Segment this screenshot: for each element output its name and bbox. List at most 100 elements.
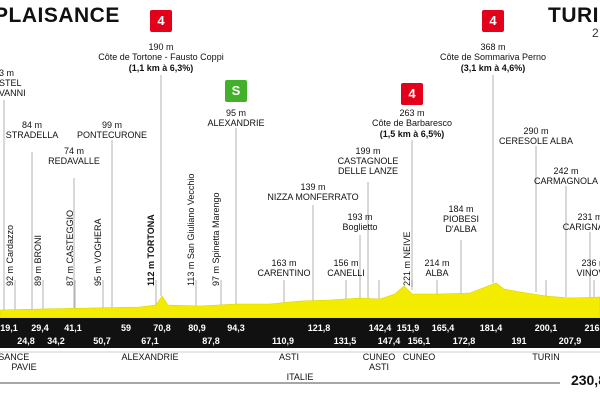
town-alt: 236 m bbox=[581, 258, 600, 268]
km-top: 41,1 bbox=[64, 323, 82, 333]
climb-name-barbaresco: Côte de Barbaresco bbox=[371, 118, 453, 128]
vtown-voghera: 95 m VOGHERA bbox=[93, 218, 103, 286]
km-top: 121,8 bbox=[307, 323, 331, 333]
town-carmagnola: 242 m CARMAGNOLA bbox=[534, 166, 598, 186]
country-label: ITALIE bbox=[286, 372, 314, 382]
km-top: 165,4 bbox=[431, 323, 455, 333]
city-below: ASTI bbox=[368, 362, 390, 372]
town-castel: 63 m CASTEL GIOVANNI bbox=[0, 68, 26, 98]
km-bottom: 24,8 bbox=[17, 336, 35, 346]
km-top: 19,1 bbox=[0, 323, 18, 333]
km-bottom: 172,8 bbox=[452, 336, 476, 346]
city-below: PAVIE bbox=[11, 362, 37, 372]
town-stradella: 84 m STRADELLA bbox=[6, 120, 59, 140]
climb-stat-barbaresco: (1,5 km à 6,5%) bbox=[379, 129, 445, 139]
town-name: CARIGNANO bbox=[562, 222, 600, 232]
town-alt: 156 m bbox=[333, 258, 359, 268]
city-below: CUNEO bbox=[402, 352, 436, 362]
km-top: 59 bbox=[120, 323, 132, 333]
town-alt: 84 m bbox=[21, 120, 42, 130]
town-alt: 290 m bbox=[523, 126, 549, 136]
town-alt: 74 m bbox=[63, 146, 85, 156]
town-name-2: DELLE LANZE bbox=[337, 166, 399, 176]
km-bottom: 110,9 bbox=[271, 336, 295, 346]
finish-title: TURIN bbox=[548, 4, 600, 27]
town-alt: 163 m bbox=[271, 258, 297, 268]
vtown-sangiuliano: 113 m San Giuliano Vecchio bbox=[186, 173, 196, 286]
vtown-cardazzo: 92 m Cardazzo bbox=[5, 224, 15, 286]
town-name: CERESOLE ALBA bbox=[498, 136, 574, 146]
climb-stat-sommariva: (3,1 km à 4,6%) bbox=[460, 63, 526, 73]
sprint-name: ALEXANDRIE bbox=[207, 118, 265, 128]
km-bottom: 67,1 bbox=[141, 336, 159, 346]
town-name-2: GIOVANNI bbox=[0, 88, 26, 98]
town-name: PONTECURONE bbox=[76, 130, 148, 140]
km-top: 151,9 bbox=[396, 323, 420, 333]
finish-subtitle: 2 bbox=[592, 26, 599, 40]
town-carignano: 231 m CARIGNANO bbox=[563, 212, 600, 232]
leader-lines bbox=[3, 75, 595, 310]
climb-badge-barbaresco: 4 bbox=[401, 83, 423, 105]
town-name: PIOBESI bbox=[442, 214, 480, 224]
town-alt: 99 m bbox=[101, 120, 123, 130]
town-alt: 214 m bbox=[424, 258, 450, 268]
town-vinovo: 236 m VINOVO bbox=[576, 258, 600, 278]
sprint-alt: 95 m bbox=[225, 108, 247, 118]
km-bottom: 191 bbox=[511, 336, 527, 346]
climb-badge-tortone: 4 bbox=[150, 10, 172, 32]
elevation-profile bbox=[0, 282, 600, 319]
sprint-badge: S bbox=[225, 80, 247, 102]
town-redavalle: 74 m REDAVALLE bbox=[48, 146, 100, 166]
vtown-broni: 89 m BRONI bbox=[33, 234, 43, 286]
town-boglietto: 193 m Boglietto bbox=[342, 212, 377, 232]
town-name: STRADELLA bbox=[5, 130, 59, 140]
town-alt: 242 m bbox=[553, 166, 579, 176]
town-ceresole: 290 m CERESOLE ALBA bbox=[499, 126, 573, 146]
town-alt: 184 m bbox=[448, 204, 474, 214]
town-alt: 199 m bbox=[355, 146, 381, 156]
km-bottom: 87,8 bbox=[202, 336, 220, 346]
km-bottom: 207,9 bbox=[558, 336, 582, 346]
climb-alt-sommariva: 368 m bbox=[480, 42, 506, 52]
km-top: 94,3 bbox=[227, 323, 245, 333]
start-title: PLAISANCE bbox=[0, 4, 120, 27]
town-name: REDAVALLE bbox=[48, 156, 100, 166]
km-top: 29,4 bbox=[31, 323, 49, 333]
town-castagnole: 199 m CASTAGNOLE DELLE LANZE bbox=[338, 146, 399, 176]
km-top: 70,8 bbox=[153, 323, 171, 333]
town-alt: 231 m bbox=[577, 212, 600, 222]
town-name: VINOVO bbox=[576, 268, 600, 278]
climb-badge-sommariva: 4 bbox=[482, 10, 504, 32]
km-bottom: 34,2 bbox=[47, 336, 65, 346]
climb-name-sommariva: Côte de Sommariva Perno bbox=[439, 52, 547, 62]
climb-alt-barbaresco: 263 m bbox=[399, 108, 425, 118]
town-alt: 193 m bbox=[347, 212, 373, 222]
total-distance: 230,8 bbox=[570, 372, 600, 388]
city-below: TURIN bbox=[532, 352, 560, 362]
km-bottom: 147,4 bbox=[377, 336, 401, 346]
city-below: ASTI bbox=[278, 352, 300, 362]
climb-name-tortone: Côte de Tortone - Fausto Coppi bbox=[98, 52, 224, 62]
km-top: 80,9 bbox=[188, 323, 206, 333]
town-alba: 214 m ALBA bbox=[424, 258, 449, 278]
vtown-casteggio: 87 m CASTEGGIO bbox=[65, 209, 75, 286]
town-name: CASTEL bbox=[0, 78, 22, 88]
town-alt: 139 m bbox=[300, 182, 326, 192]
town-name: ALBA bbox=[425, 268, 449, 278]
city-below: PLAISANCE bbox=[0, 352, 30, 362]
town-name: NIZZA MONFERRATO bbox=[267, 192, 359, 202]
town-name-2: D'ALBA bbox=[445, 224, 477, 234]
town-name: CARENTINO bbox=[257, 268, 311, 278]
town-name: Boglietto bbox=[342, 222, 378, 232]
city-below: ALEXANDRIE bbox=[121, 352, 179, 362]
km-bottom: 131,5 bbox=[333, 336, 357, 346]
town-name: CANELLI bbox=[327, 268, 365, 278]
vtown-neive: 221 m NEIVE bbox=[402, 231, 412, 286]
town-name: CARMAGNOLA bbox=[533, 176, 599, 186]
km-top: 200,1 bbox=[534, 323, 558, 333]
vtown-tortona: 112 m TORTONA bbox=[146, 214, 156, 286]
km-top: 181,4 bbox=[479, 323, 503, 333]
km-bottom: 50,7 bbox=[93, 336, 111, 346]
town-piobesi: 184 m PIOBESI D'ALBA bbox=[443, 204, 479, 234]
